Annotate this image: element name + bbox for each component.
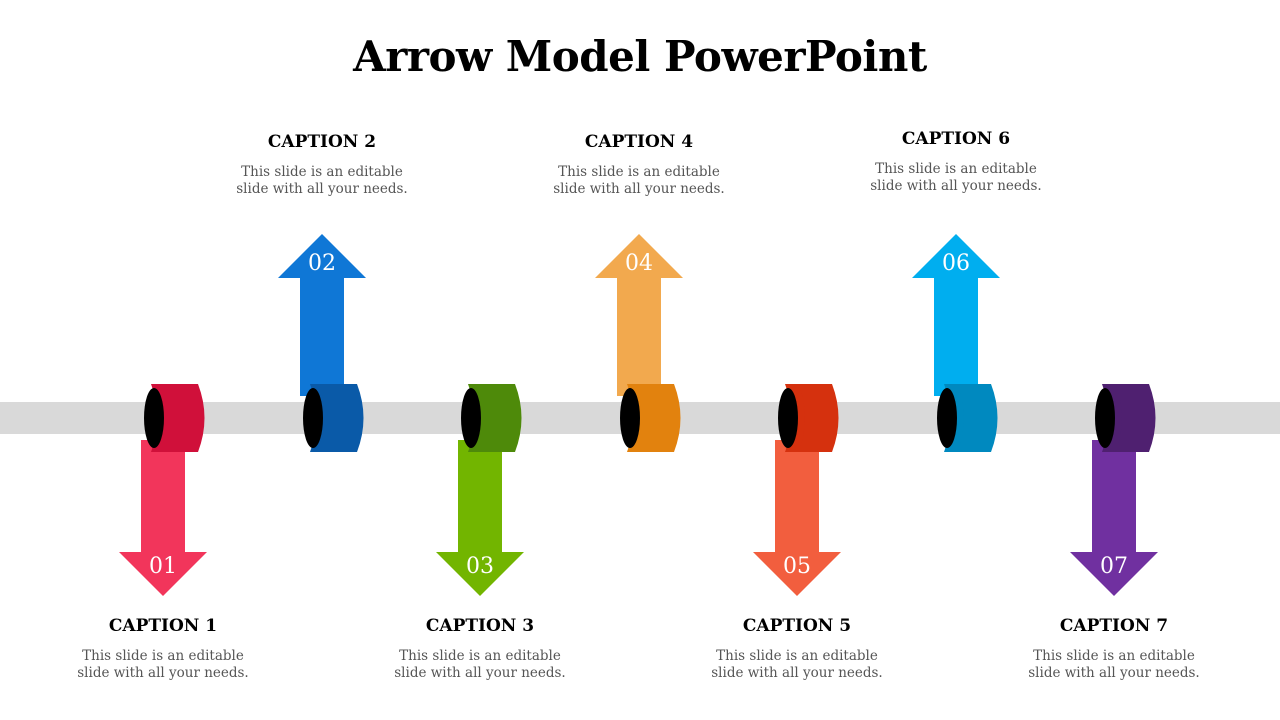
caption-text-line-2: slide with all your needs. — [711, 665, 883, 681]
caption-title: CAPTION 2 — [267, 132, 377, 152]
ring-edge — [952, 385, 964, 451]
ring-opening — [937, 388, 957, 448]
caption-text-line-1: This slide is an editable — [875, 161, 1037, 177]
caption-text-line-2: slide with all your needs. — [77, 665, 249, 681]
ring-opening — [1095, 388, 1115, 448]
arrow-shape — [595, 234, 683, 396]
step-number: 04 — [625, 251, 653, 276]
arrow-shape — [436, 440, 524, 596]
step-number: 02 — [308, 251, 336, 276]
ring-opening — [303, 388, 323, 448]
caption-title: CAPTION 1 — [108, 616, 218, 636]
arrow-step-2: 02 — [278, 234, 366, 452]
caption-text-line-1: This slide is an editable — [82, 648, 244, 664]
step-number: 01 — [149, 554, 177, 579]
caption-text-line-2: slide with all your needs. — [236, 181, 408, 197]
caption-title: CAPTION 7 — [1059, 616, 1169, 636]
ring-opening — [144, 388, 164, 448]
caption-text-line-2: slide with all your needs. — [870, 178, 1042, 194]
arrow-step-5: 05 — [753, 384, 841, 596]
arrow-step-1: 01 — [119, 384, 207, 596]
arrow-step-7: 07 — [1070, 384, 1158, 596]
arrow-shape — [912, 234, 1000, 396]
caption-text-line-1: This slide is an editable — [716, 648, 878, 664]
caption-text-line-2: slide with all your needs. — [1028, 665, 1200, 681]
arrow-step-6: 06 — [912, 234, 1000, 452]
slide-title: Arrow Model PowerPoint — [353, 32, 927, 81]
ring-opening — [461, 388, 481, 448]
ring-edge — [793, 385, 805, 451]
arrow-shape — [278, 234, 366, 396]
arrow-shape — [753, 440, 841, 596]
step-number: 05 — [783, 554, 811, 579]
step-number: 07 — [1100, 554, 1128, 579]
arrow-shape — [1070, 440, 1158, 596]
ring-edge — [476, 385, 488, 451]
arrow-shape — [119, 440, 207, 596]
caption-title: CAPTION 5 — [742, 616, 852, 636]
caption-title: CAPTION 3 — [425, 616, 535, 636]
caption-text-line-2: slide with all your needs. — [394, 665, 566, 681]
caption-text-line-1: This slide is an editable — [241, 164, 403, 180]
arrow-step-4: 04 — [595, 234, 683, 452]
caption-text-line-1: This slide is an editable — [1033, 648, 1195, 664]
ring-edge — [318, 385, 330, 451]
caption-title: CAPTION 6 — [901, 129, 1011, 149]
ring-opening — [778, 388, 798, 448]
step-number: 06 — [942, 251, 970, 276]
caption-title: CAPTION 4 — [584, 132, 694, 152]
arrow-step-3: 03 — [436, 384, 524, 596]
caption-text-line-2: slide with all your needs. — [553, 181, 725, 197]
caption-text-line-1: This slide is an editable — [399, 648, 561, 664]
ring-edge — [159, 385, 171, 451]
caption-text-line-1: This slide is an editable — [558, 164, 720, 180]
ring-opening — [620, 388, 640, 448]
ring-edge — [1110, 385, 1122, 451]
step-number: 03 — [466, 554, 494, 579]
ring-edge — [635, 385, 647, 451]
